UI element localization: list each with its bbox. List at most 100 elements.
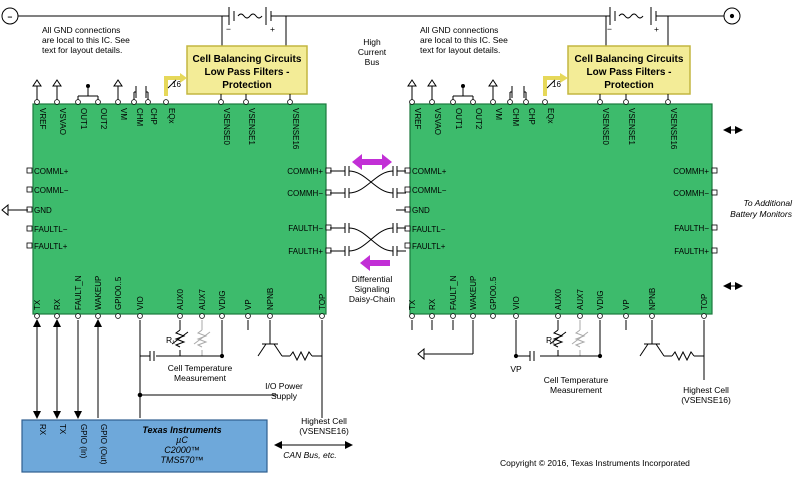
left_chip-left-pin-4: FAULTL+ <box>34 242 68 251</box>
eqx-arrow-right <box>543 76 560 96</box>
left_chip-top-pin-0: VREF <box>38 108 47 129</box>
gnd-note-right-1: All GND connections <box>420 25 498 35</box>
cell-balancing-box-left <box>186 45 308 95</box>
left_chip-bottom-pin-dot-0 <box>34 313 40 319</box>
right_chip-top-pin-3: OUT2 <box>474 108 483 130</box>
right_chip-bottom-pin-1: RX <box>428 298 437 310</box>
daisy-label-2: Signaling <box>355 284 390 294</box>
mcu-pin-gpio-in: GPIO (In) <box>79 424 88 459</box>
mcu-pin-gpio-out: GPIO (Out) <box>99 424 108 465</box>
cell-balancing-right-line3: Protection <box>604 80 653 91</box>
highest-cell-left-2: (VSENSE16) <box>299 426 349 436</box>
cell-balancing-box-right <box>567 45 691 95</box>
eqx-arrowhead-right <box>560 73 568 83</box>
right_chip-top-pin-1: VSVAO <box>433 108 442 135</box>
daisy-chain-arrows <box>352 154 392 271</box>
eqx-arrow-left <box>164 76 180 96</box>
left_chip-top-pin-9: VSENSE1 <box>247 108 256 145</box>
io-supply-2: Supply <box>271 391 298 401</box>
temp-right-2: Measurement <box>550 385 603 395</box>
bus-label-3: Bus <box>365 57 380 67</box>
mcu-pin-rx: RX <box>38 424 47 436</box>
right_chip-left-pin-dot-1 <box>404 186 411 193</box>
left_chip-left-pin-dot-4 <box>26 242 33 249</box>
left_chip-bottom-pin-dot-3 <box>95 313 101 319</box>
right-bottom-circuitry <box>411 320 705 380</box>
mcu-c2000: C2000™ <box>164 445 200 455</box>
right_chip-right-pin-2: FAULTH− <box>674 224 709 233</box>
left_chip-top-pin-dot-9 <box>243 99 249 105</box>
bus-width-left: 16 <box>172 80 181 89</box>
left_chip-bottom-pin-dot-11 <box>319 313 325 319</box>
left_chip-bottom-pin-11: TOP <box>318 294 327 310</box>
cell-balancing-left-line2: Low Pass Filters - <box>204 67 289 78</box>
right_chip-bottom-pin-dot-9 <box>623 313 629 319</box>
left_chip-left-pin-dot-1 <box>26 186 33 193</box>
highest-cell-right-2: (VSENSE16) <box>681 395 731 405</box>
bus-label-1: High <box>363 37 381 47</box>
left_chip-top-pin-10: VSENSE16 <box>291 108 300 150</box>
right_chip-bottom-pin-4: GPIO0..5 <box>489 276 498 310</box>
right_chip-bottom-pin-dot-10 <box>649 313 655 319</box>
right_chip-top-pin-dot-7 <box>542 99 548 105</box>
right-battery-monitor-chip <box>409 103 713 315</box>
right_chip-bottom-pin-7: AUX7 <box>576 289 585 310</box>
right_chip-right-pin-3: FAULTH+ <box>674 247 709 256</box>
right_chip-right-pin-dot-3 <box>711 247 718 254</box>
right_chip-top-pin-6: CHP <box>527 108 536 125</box>
right_chip-right-pin-dot-2 <box>711 224 718 231</box>
left_chip-bottom-pin-3: WAKEUP <box>94 276 103 310</box>
right_chip-top-pin-dot-9 <box>623 99 629 105</box>
left-battery-monitor-chip <box>32 103 327 315</box>
bus-width-right: 16 <box>552 80 561 89</box>
left_chip-left-pin-dot-0 <box>26 167 33 174</box>
left_chip-top-pin-dot-8 <box>218 99 224 105</box>
right_chip-bottom-pin-dot-11 <box>701 313 707 319</box>
left_chip-top-pin-6: CHP <box>149 108 158 125</box>
right_chip-top-pin-dot-3 <box>470 99 476 105</box>
left_chip-bottom-pin-dot-10 <box>267 313 273 319</box>
right_chip-top-pin-0: VREF <box>413 108 422 129</box>
left_chip-bottom-pin-dot-4 <box>115 313 121 319</box>
mcu-tms570: TMS570™ <box>160 455 203 465</box>
additional-monitors-2: Battery Monitors <box>730 209 793 219</box>
cell-balancing-right-line1: Cell Balancing Circuits <box>575 54 684 65</box>
daisy-chain-wires <box>330 166 406 256</box>
left_chip-bottom-pin-1: RX <box>53 298 62 310</box>
right_chip-top-pin-dot-8 <box>597 99 603 105</box>
left_chip-top-pin-8: VSENSE0 <box>222 108 231 145</box>
left_chip-bottom-pin-10: NPNB <box>266 288 275 310</box>
temp-right-1: Cell Temperature <box>544 375 609 385</box>
cell-plus-sign-right: + <box>654 24 659 34</box>
right_chip-top-pin-dot-4 <box>490 99 496 105</box>
left_chip-right-pin-1: COMMH− <box>287 189 323 198</box>
left_chip-top-pin-2: OUT1 <box>79 108 88 130</box>
left_chip-bottom-pin-4: GPIO0..5 <box>114 276 123 310</box>
right_chip-left-pin-1: COMML− <box>412 186 447 195</box>
right_chip-bottom-pin-dot-5 <box>513 313 519 319</box>
cell-minus-sign-right: − <box>607 24 612 34</box>
left_chip-right-pin-2: FAULTH− <box>288 224 323 233</box>
right_chip-top-pin-dot-5 <box>507 99 513 105</box>
gnd-note-left-2: are local to this IC. See <box>42 35 130 45</box>
bus-slash-left <box>167 79 177 89</box>
left_chip-bottom-pin-6: AUX0 <box>176 289 185 310</box>
highest-cell-right-1: Highest Cell <box>683 385 729 395</box>
temp-left-2: Measurement <box>174 373 227 383</box>
right_chip-bottom-pin-9: VP <box>622 299 631 310</box>
negative-terminal: − <box>8 12 13 22</box>
left_chip-bottom-pin-dot-1 <box>54 313 60 319</box>
left_chip-bottom-pin-8: VDIG <box>218 290 227 310</box>
gnd-note-right-2: are local to this IC. See <box>420 35 508 45</box>
right_chip-top-pin-10: VSENSE16 <box>669 108 678 150</box>
left_chip-top-pin-dot-10 <box>287 99 293 105</box>
right_chip-top-pin-5: CHM <box>511 108 520 127</box>
high-current-bus <box>1 7 741 25</box>
additional-monitors-1: To Additional <box>743 198 793 208</box>
right_chip-bottom-pin-5: VIO <box>512 296 521 310</box>
right_chip-bottom-pin-dot-2 <box>450 313 456 319</box>
right_chip-bottom-pin-dot-8 <box>597 313 603 319</box>
left_chip-left-pin-dot-3 <box>26 225 33 232</box>
io-supply-1: I/O Power <box>265 381 303 391</box>
